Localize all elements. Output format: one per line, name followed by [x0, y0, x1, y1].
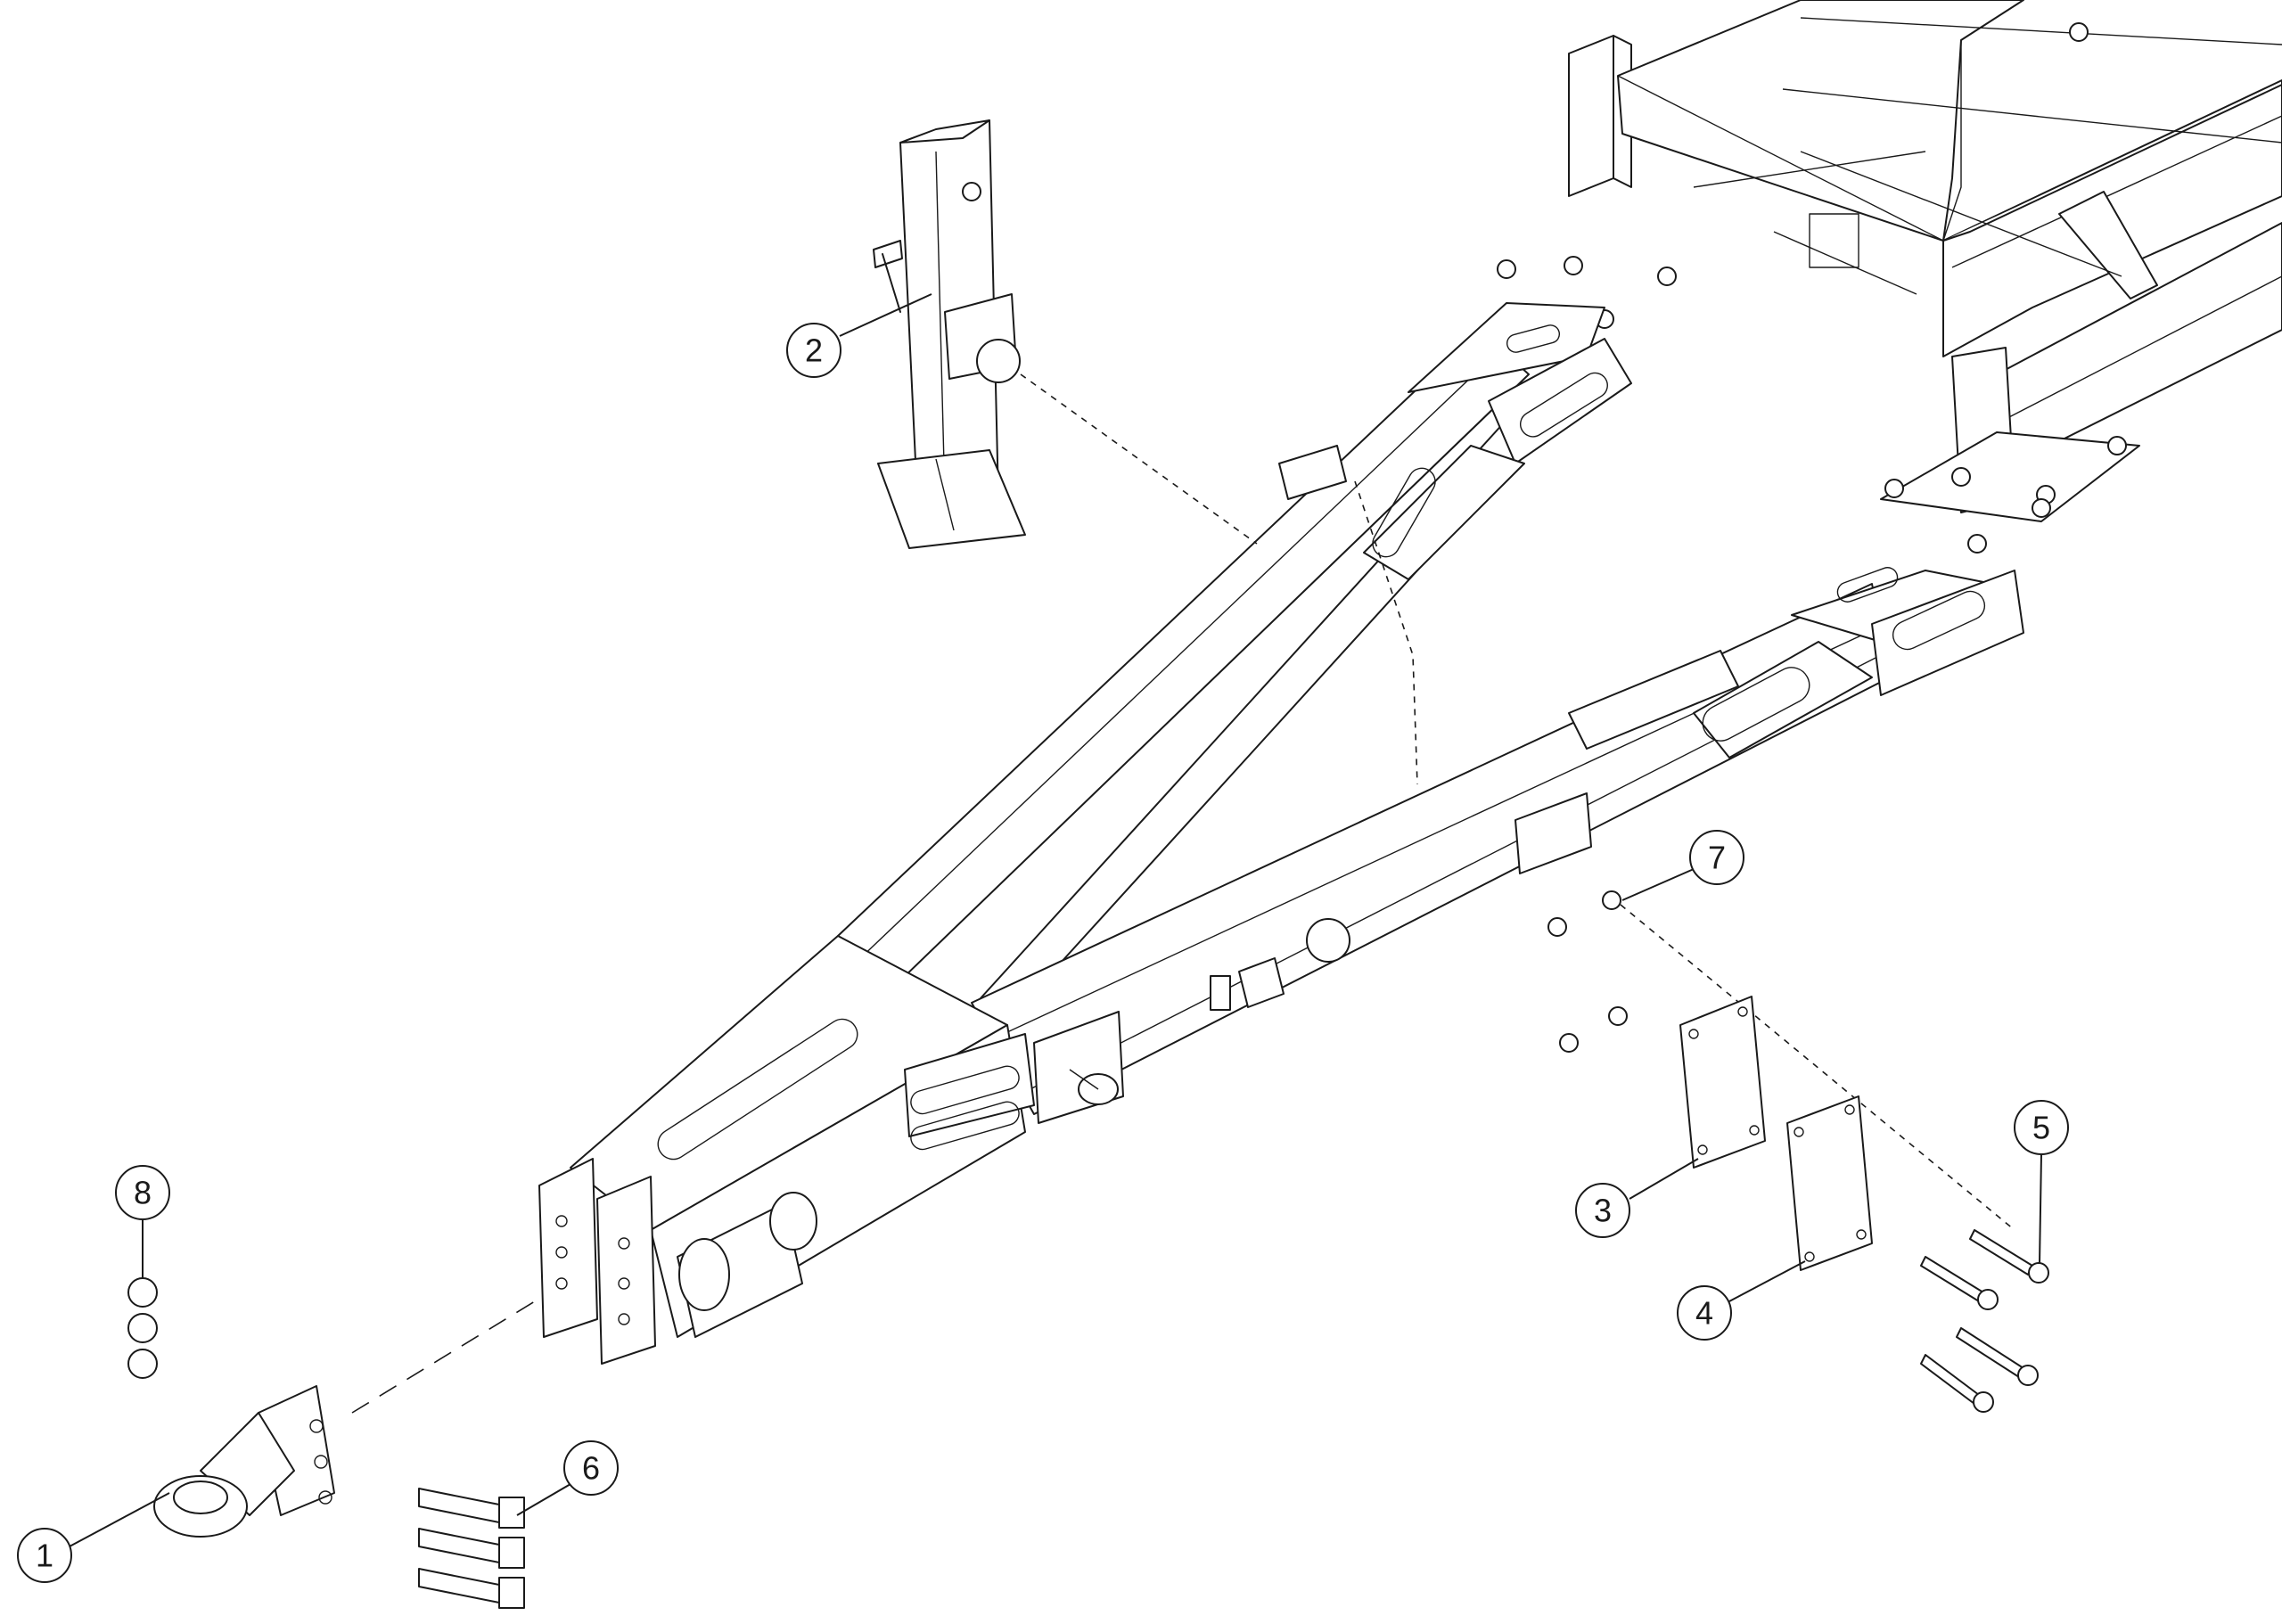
part-plate-4 [1786, 1095, 1873, 1271]
part-screws-5 [1920, 1229, 2049, 1413]
callout-7-label: 7 [1708, 840, 1726, 876]
frame-bolts [1497, 22, 2127, 554]
tongue-assembly [538, 918, 1350, 1365]
callout-2: 2 [786, 293, 932, 378]
callout-6: 6 [516, 1440, 619, 1516]
callout-2-label: 2 [805, 332, 823, 369]
callout-5: 5 [2014, 1100, 2069, 1265]
callout-8-label: 8 [134, 1175, 152, 1211]
callout-8: 8 [115, 1165, 170, 1278]
callout-6-label: 6 [582, 1450, 600, 1487]
callout-5-label: 5 [2032, 1110, 2050, 1146]
callout-1: 1 [17, 1492, 170, 1583]
part-bolts-6 [418, 1488, 525, 1609]
part-jack-stand [873, 119, 1258, 549]
callout-1-label: 1 [36, 1538, 53, 1574]
callout-3-label: 3 [1594, 1193, 1612, 1229]
callout-4-label: 4 [1695, 1295, 1713, 1332]
part-plate-3 [1679, 996, 1766, 1169]
callout-7: 7 [1621, 830, 1744, 901]
main-frame [1497, 0, 2282, 554]
part-hitch-eye [153, 1300, 536, 1538]
callout-3: 3 [1575, 1158, 1699, 1238]
part-small-nuts [1547, 890, 2015, 1231]
drawbar-frame [837, 302, 2024, 1115]
callout-4: 4 [1677, 1260, 1806, 1341]
part-nuts [127, 1277, 158, 1379]
